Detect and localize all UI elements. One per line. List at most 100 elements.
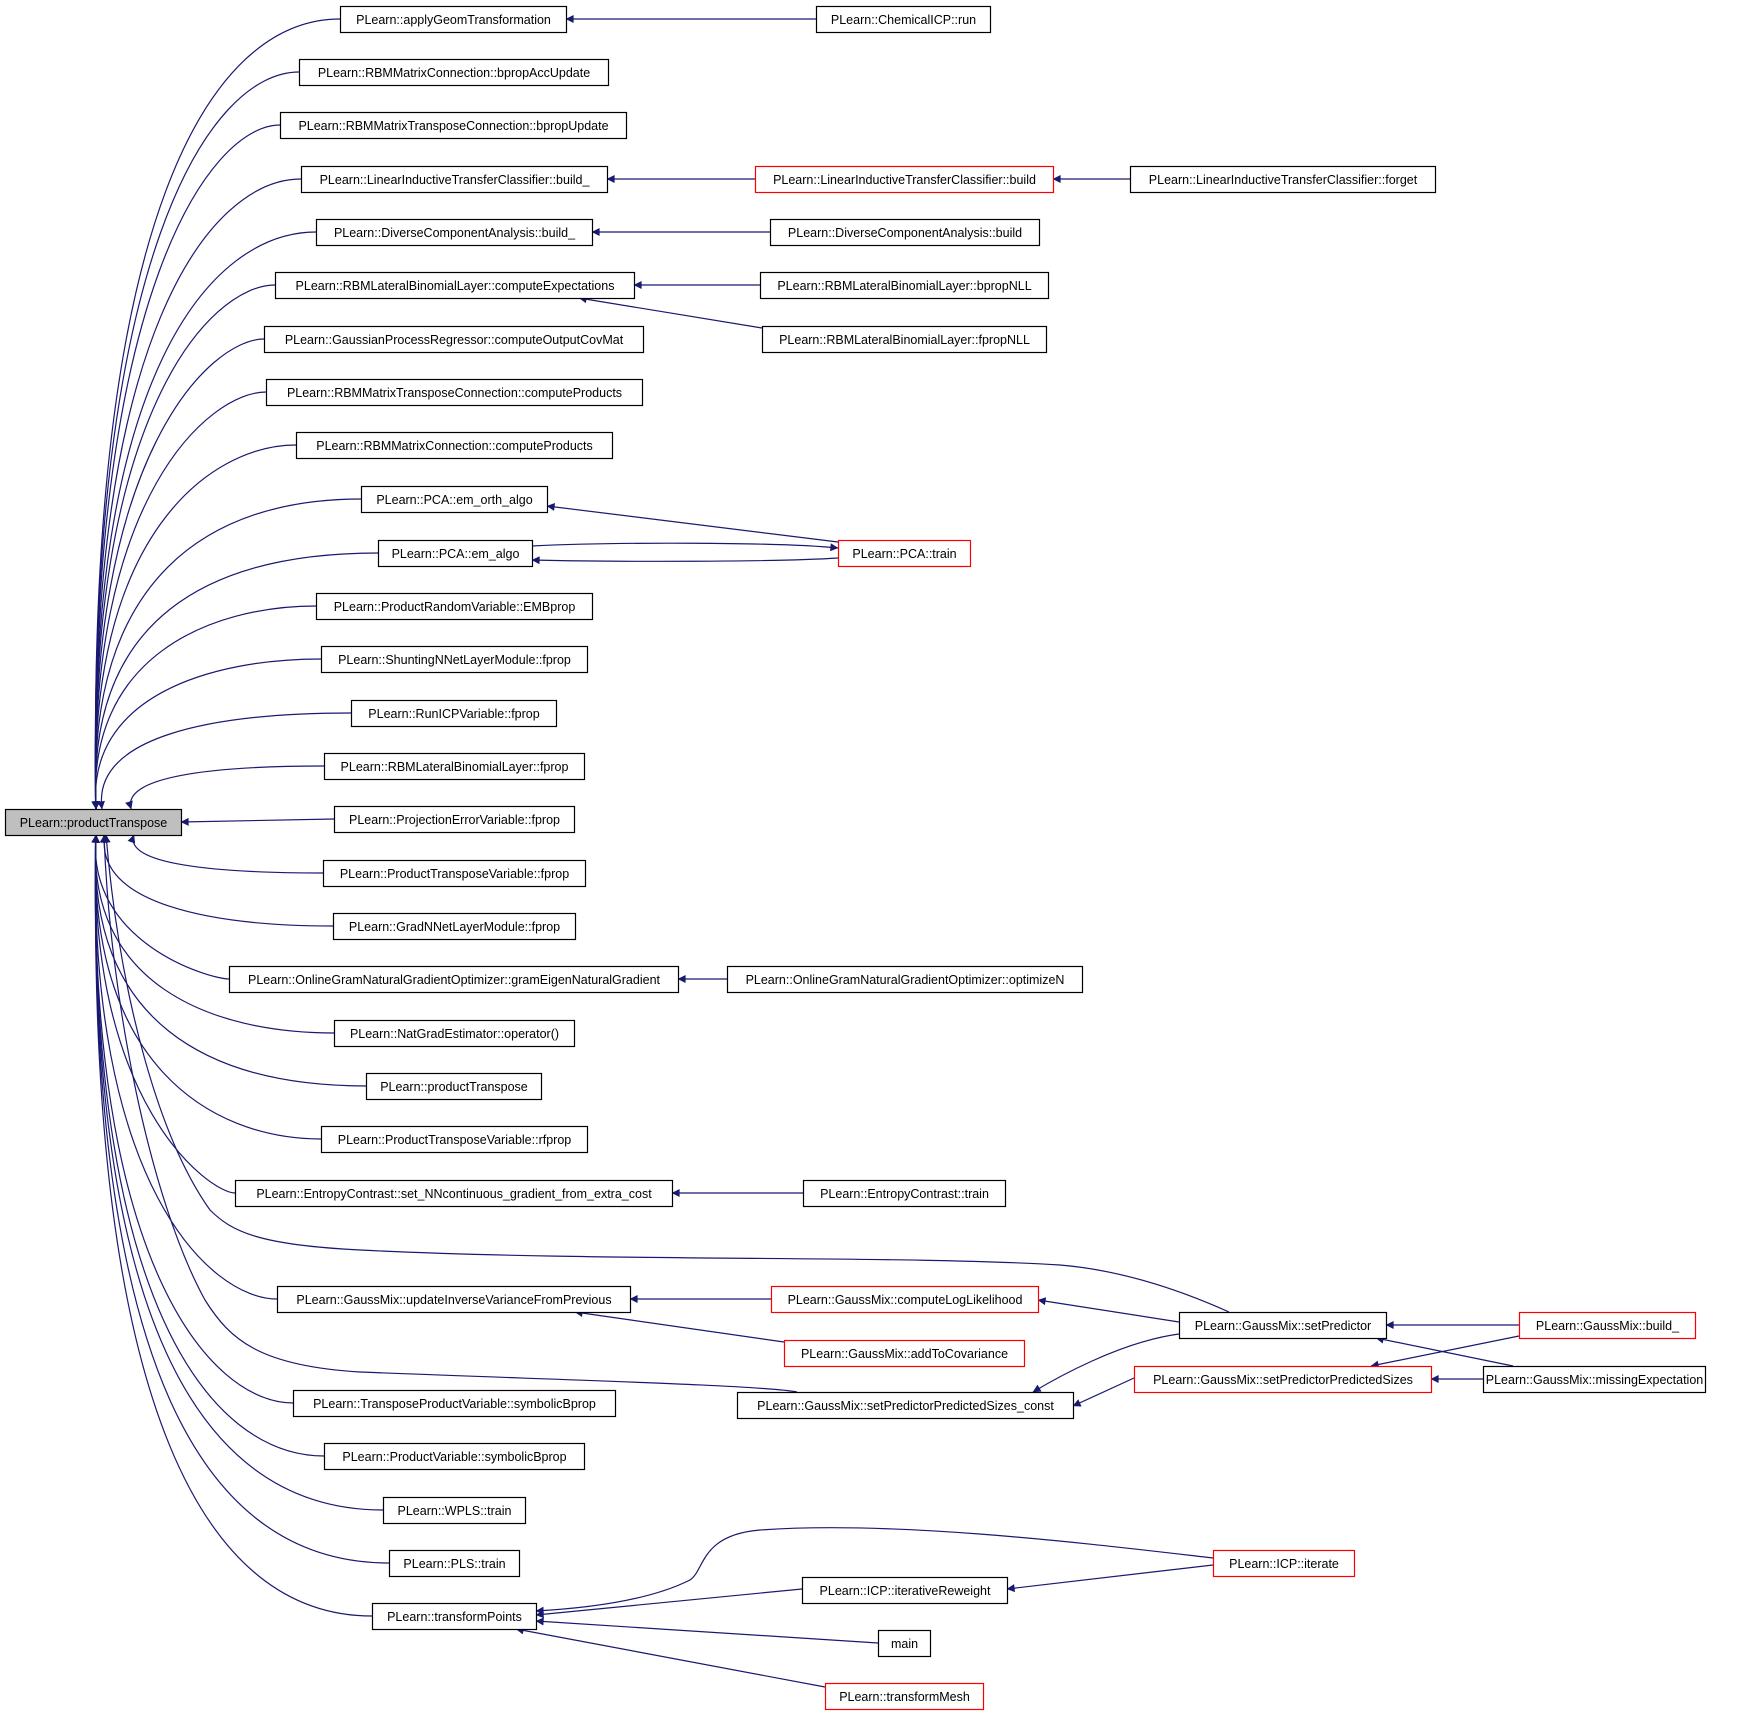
edge-q2-to-r2 [1375,1335,1514,1367]
graph-node[interactable]: main [877,1629,932,1658]
node-label: PLearn::LinearInductiveTransferClassifie… [1149,173,1418,187]
graph-node[interactable]: PLearn::ProductTransposeVariable::rfprop [320,1125,589,1154]
graph-node[interactable]: PLearn::ProjectionErrorVariable::fprop [333,805,576,834]
graph-node[interactable]: PLearn::GaussMix::computeLogLikelihood [770,1285,1040,1314]
node-box [365,1072,543,1101]
edge-n26-to-root [91,834,325,1457]
node-box [323,1442,586,1471]
graph-node[interactable]: PLearn::TransposeProductVariable::symbol… [292,1389,617,1418]
node-label: PLearn::GaussMix::missingExpectation [1486,1373,1704,1387]
graph-node[interactable]: PLearn::GaussianProcessRegressor::comput… [263,325,645,354]
graph-node[interactable]: PLearn::EntropyContrast::train [802,1179,1007,1208]
node-box [279,111,628,140]
node-label: PLearn::transformPoints [387,1610,522,1624]
graph-node[interactable]: PLearn::GaussMix::build_ [1518,1311,1697,1340]
edges-layer [91,15,1520,1688]
graph-node[interactable]: PLearn::PCA::em_orth_algo [360,485,549,514]
graph-node[interactable]: PLearn::NatGradEstimator::operator() [333,1019,576,1048]
graph-node[interactable]: PLearn::GaussMix::setPredictorPredictedS… [736,1391,1075,1420]
edge-n24-to-root [91,834,278,1300]
node-box [877,1629,932,1658]
edge-n12-to-root [91,605,317,810]
node-label: PLearn::ProjectionErrorVariable::fprop [349,813,560,827]
node-box [298,58,610,87]
graph-node[interactable]: PLearn::ProductVariable::symbolicBprop [323,1442,586,1471]
node-label: PLearn::RunICPVariable::fprop [368,707,539,721]
graph-node[interactable]: PLearn::ShuntingNNetLayerModule::fprop [320,645,589,674]
edge-m5-to-n6 [578,295,763,329]
graph-node[interactable]: PLearn::GaussMix::setPredictor [1178,1311,1388,1340]
graph-node[interactable]: PLearn::applyGeomTransformation [339,5,568,34]
root-node: PLearn::productTranspose [4,808,183,837]
graph-node[interactable]: PLearn::transformMesh [824,1682,985,1711]
edge-n6-to-root [91,284,276,810]
node-label: PLearn::LinearInductiveTransferClassifie… [773,173,1036,187]
graph-node[interactable]: PLearn::RBMMatrixConnection::computeProd… [295,431,614,460]
graph-node[interactable]: PLearn::GaussMix::missingExpectation [1482,1365,1707,1394]
node-label: PLearn::ShuntingNNetLayerModule::fprop [338,653,571,667]
graph-node[interactable]: PLearn::LinearInductiveTransferClassifie… [1129,165,1437,194]
graph-node[interactable]: PLearn::RBMLateralBinomialLayer::fpropNL… [761,325,1048,354]
graph-node[interactable]: PLearn::OnlineGramNaturalGradientOptimiz… [228,965,680,994]
edge-r3-to-m11 [1072,1377,1135,1407]
graph-node[interactable]: PLearn::WPLS::train [382,1496,527,1525]
edge-n5-to-root [91,231,317,810]
node-label: PLearn::GaussMix::setPredictorPredictedS… [1153,1373,1413,1387]
graph-node[interactable]: PLearn::ICP::iterativeReweight [801,1576,1009,1605]
node-label: PLearn::GaussianProcessRegressor::comput… [285,333,624,347]
graph-node[interactable]: PLearn::GaussMix::setPredictorPredictedS… [1133,1365,1433,1394]
graph-node[interactable]: PLearn::transformPoints [371,1602,538,1631]
edge-q1-to-r3 [1370,1335,1520,1369]
edge-n21-to-root [91,834,367,1087]
node-box [323,752,586,781]
graph-node[interactable]: PLearn::RBMLateralBinomialLayer::bpropNL… [759,271,1050,300]
node-label: PLearn::RBMLateralBinomialLayer::compute… [296,279,615,293]
node-label: PLearn::ProductTransposeVariable::rfprop [338,1133,572,1147]
edge-r4-to-n29 [535,1527,1214,1615]
node-box [382,1496,527,1525]
graph-node[interactable]: PLearn::ICP::iterate [1212,1549,1356,1578]
graph-node[interactable]: PLearn::DiverseComponentAnalysis::build [769,218,1041,247]
node-label: PLearn::GaussMix::updateInverseVarianceF… [296,1293,611,1307]
node-label: PLearn::RBMLateralBinomialLayer::bpropNL… [777,279,1031,293]
graph-node[interactable]: PLearn::GaussMix::updateInverseVarianceF… [276,1285,632,1314]
node-box [736,1391,1075,1420]
node-box [315,218,594,247]
graph-node[interactable]: PLearn::PCA::em_algo [377,539,534,568]
graph-node[interactable]: PLearn::PLS::train [388,1549,521,1578]
node-label: PLearn::OnlineGramNaturalGradientOptimiz… [746,973,1065,987]
node-box [761,325,1048,354]
edge-n4-to-root [91,178,302,810]
graph-node[interactable]: PLearn::RBMMatrixTransposeConnection::co… [265,378,644,407]
graph-node[interactable]: PLearn::productTranspose [365,1072,543,1101]
node-box [322,859,587,888]
graph-node[interactable]: PLearn::ProductRandomVariable::EMBprop [315,592,594,621]
node-label: PLearn::NatGradEstimator::operator() [350,1027,559,1041]
node-box [824,1682,985,1711]
edge-n17-to-root [127,834,324,874]
graph-node[interactable]: PLearn::ChemicalICP::run [815,5,992,34]
node-label: PLearn::DiverseComponentAnalysis::build [788,226,1022,240]
graph-node[interactable]: PLearn::OnlineGramNaturalGradientOptimiz… [726,965,1084,994]
graph-node[interactable]: PLearn::LinearInductiveTransferClassifie… [754,165,1055,194]
graph-node[interactable]: PLearn::RBMLateralBinomialLayer::fprop [323,752,586,781]
graph-node[interactable]: PLearn::ProductTransposeVariable::fprop [322,859,587,888]
graph-node[interactable]: PLearn::LinearInductiveTransferClassifie… [300,165,609,194]
graph-node[interactable]: PLearn::RBMLateralBinomialLayer::compute… [274,271,636,300]
node-box [770,1285,1040,1314]
edge-n23-to-root [91,834,236,1194]
graph-node[interactable]: PLearn::GaussMix::addToCovariance [783,1339,1026,1368]
edge-r2-to-root [102,834,1230,1313]
graph-node[interactable]: PLearn::PCA::train [837,539,972,568]
node-box [726,965,1084,994]
graph-node[interactable]: PLearn::RBMMatrixConnection::bpropAccUpd… [298,58,610,87]
graph-node[interactable]: PLearn::GradNNetLayerModule::fprop [332,912,577,941]
graph-node[interactable]: PLearn::RunICPVariable::fprop [350,699,558,728]
node-box [837,539,972,568]
edge-n11-to-m6 [531,542,839,552]
graph-node[interactable]: PLearn::EntropyContrast::set_NNcontinuou… [234,1179,674,1208]
graph-node[interactable]: PLearn::DiverseComponentAnalysis::build_ [315,218,594,247]
edge-n1-to-root [91,18,341,810]
node-label: PLearn::ChemicalICP::run [831,13,976,27]
graph-node[interactable]: PLearn::RBMMatrixTransposeConnection::bp… [279,111,628,140]
